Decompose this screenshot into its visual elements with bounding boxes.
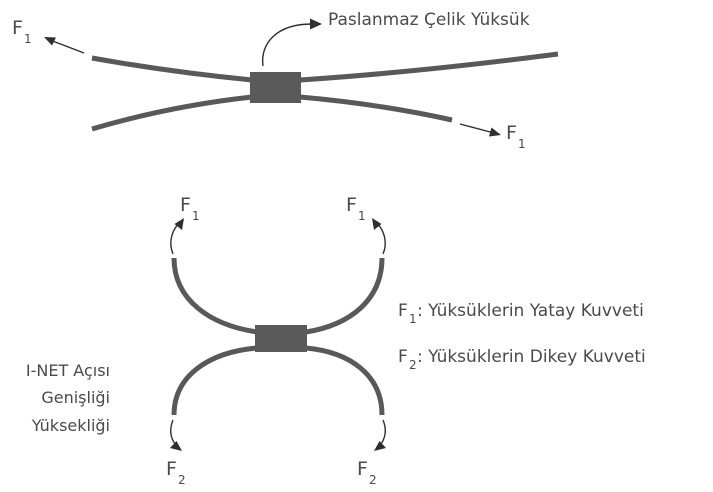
legend-item: F 2 : Yüksüklerin Dikey Kuvveti — [398, 347, 646, 372]
cut-text-line-2: Genişliği — [41, 388, 110, 407]
bottom-stainless-ring — [255, 325, 307, 352]
ring-label: Paslanmaz Çelik Yüksük — [328, 10, 530, 30]
bottom-bottom-right-force-label: F — [357, 458, 368, 480]
top-left-force-label: F — [12, 17, 23, 39]
bottom-top-right-force-sub: 1 — [358, 209, 366, 223]
bottom-top-left-force-label: F — [180, 194, 191, 216]
ring-callout-arrowhead — [310, 18, 322, 30]
bottom-bottom-left-force-label: F — [166, 458, 177, 480]
cut-text-line-1: I-NET Açısı — [26, 361, 110, 380]
bottom-top-left-force-sub: 1 — [192, 209, 200, 223]
top-diagram: Paslanmaz Çelik Yüksük F 1 F 1 — [12, 10, 559, 151]
top-stainless-ring — [250, 72, 301, 103]
top-left-force-sub: 1 — [24, 32, 32, 46]
bottom-bottom-left-arrowhead — [170, 441, 182, 451]
bottom-bottom-left-force-sub: 2 — [178, 473, 186, 487]
bottom-wire-lower — [171, 345, 385, 416]
bottom-bottom-right-arrowhead — [374, 441, 386, 451]
top-left-force-arrowhead — [44, 37, 56, 46]
legend-item: F 1 : Yüksüklerin Yatay Kuvveti — [398, 301, 644, 326]
bottom-wire-upper — [171, 257, 385, 335]
top-right-force-sub: 1 — [518, 137, 526, 151]
cut-text-line-3: Yüksekliği — [31, 416, 110, 435]
legend-symbol: F — [398, 347, 408, 367]
left-cut-text: I-NET Açısı Genişliği Yüksekliği — [26, 361, 110, 435]
legend-text: : Yüksüklerin Yatay Kuvveti — [417, 301, 644, 321]
bottom-top-right-force-label: F — [346, 194, 357, 216]
bottom-bottom-right-force-sub: 2 — [369, 473, 377, 487]
top-wire-lower — [91, 94, 453, 132]
legend-symbol-sub: 1 — [409, 312, 417, 326]
bottom-diagram: F 1 F 1 F 2 F 2 — [166, 194, 386, 487]
top-wire-upper — [91, 51, 559, 83]
legend-symbol-sub: 2 — [409, 358, 417, 372]
top-right-force-arrow — [459, 123, 495, 134]
top-right-force-arrowhead — [489, 127, 501, 137]
top-right-force-label: F — [506, 122, 517, 144]
bottom-top-right-arrowhead — [372, 218, 382, 230]
legend-symbol: F — [398, 301, 408, 321]
force-legend: F 1 : Yüksüklerin Yatay Kuvveti F 2 : Yü… — [398, 301, 646, 372]
bottom-top-left-arrowhead — [174, 218, 184, 230]
ring-callout-arrow — [261, 23, 313, 67]
top-left-force-arrow — [49, 39, 85, 54]
legend-text: : Yüksüklerin Dikey Kuvveti — [417, 347, 646, 367]
